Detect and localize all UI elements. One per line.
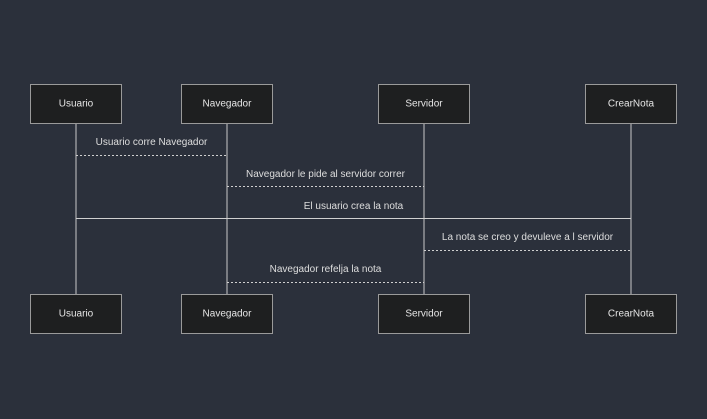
actor-bottom-crearnota: CrearNota [585,294,677,334]
message-label: Navegador refelja la nota [270,264,382,275]
message-label: El usuario crea la nota [304,201,404,212]
message-2: Navegador le pide al servidor correr [227,169,424,187]
actor-top-crearnota: CrearNota [585,84,677,124]
actor-top-navegador: Navegador [181,84,273,124]
actor-top-usuario: Usuario [30,84,122,124]
message-label: Usuario corre Navegador [96,137,208,148]
actor-label: Usuario [59,99,94,110]
actor-label: Servidor [405,99,443,110]
actor-label: CrearNota [608,309,655,320]
message-label: Navegador le pide al servidor correr [246,169,406,180]
actor-bottom-usuario: Usuario [30,294,122,334]
message-3: El usuario crea la nota [76,201,631,219]
actor-bottom-navegador: Navegador [181,294,273,334]
message-5: Navegador refelja la nota [227,264,424,283]
actor-label: Navegador [203,99,253,110]
message-4: La nota se creo y devuleve a l servidor [424,232,631,251]
actor-label: Usuario [59,309,94,320]
actor-label: Navegador [203,309,253,320]
message-1: Usuario corre Navegador [76,137,227,156]
actor-bottom-servidor: Servidor [378,294,470,334]
message-label: La nota se creo y devuleve a l servidor [442,232,614,243]
actor-top-servidor: Servidor [378,84,470,124]
actor-label: Servidor [405,309,443,320]
actor-label: CrearNota [608,99,655,110]
